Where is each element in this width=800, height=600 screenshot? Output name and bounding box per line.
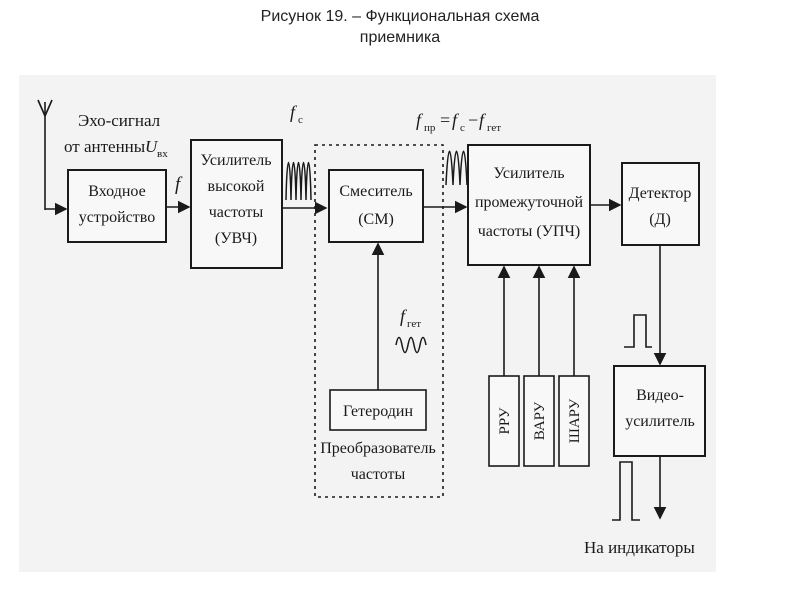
frequency-converter-frame <box>314 144 444 498</box>
fc2-label: f <box>452 110 460 130</box>
detector-line-1: Детектор <box>629 185 692 202</box>
oscillator-label: Гетеродин <box>343 403 413 420</box>
indicators-label: На индикаторы <box>584 538 695 557</box>
fc-label: f <box>290 102 298 122</box>
u-input-symbol: U <box>145 137 159 156</box>
diagram-panel <box>19 75 716 572</box>
video-line-2: усилитель <box>625 413 695 430</box>
converter-label-line-2: частоты <box>351 466 406 483</box>
uhf-line-4: (УВЧ) <box>215 230 257 247</box>
video-line-1: Видео- <box>636 387 684 404</box>
mixer-block <box>328 169 424 243</box>
fget2-label: f <box>400 306 408 326</box>
minus-sign: − <box>468 110 478 130</box>
uhf-line-1: Усилитель <box>201 152 272 169</box>
rru-block <box>488 375 520 467</box>
antenna-icon <box>37 99 53 210</box>
uhf-amplifier-block <box>190 139 283 269</box>
rru-label: РРУ <box>497 407 513 434</box>
if-signal-wave-icon <box>445 150 468 186</box>
fc2-subscript: c <box>460 122 465 134</box>
detector-line-2: (Д) <box>649 211 671 228</box>
varu-block <box>523 375 555 467</box>
fget-label: f <box>479 110 487 130</box>
sharu-block <box>558 375 590 467</box>
input-device-line-1: Входное <box>88 183 145 200</box>
caption-line-1: Рисунок 19. – Функциональная схема <box>260 8 540 25</box>
input-device-block <box>67 169 167 243</box>
fc-subscript: c <box>298 114 303 126</box>
mixer-line-1: Смеситель <box>339 183 412 200</box>
ifa-line-3: частоты (УПЧ) <box>478 223 581 240</box>
from-antenna-label: от антенны <box>64 137 146 156</box>
video-pulse-icon <box>624 314 652 348</box>
input-device-line-2: устройство <box>79 209 155 226</box>
video-amplifier-block <box>613 365 706 457</box>
figure-caption: Рисунок 19. – Функциональная схема прием… <box>180 6 620 48</box>
ifa-line-2: промежуточной <box>475 194 584 211</box>
output-pulse-icon <box>612 461 640 521</box>
uhf-line-2: высокой <box>208 178 265 195</box>
caption-line-2: приемника <box>359 29 441 46</box>
detector-block <box>621 162 700 246</box>
local-oscillator-block <box>329 389 427 431</box>
fget-subscript: гет <box>487 122 501 134</box>
u-input-subscript: вх <box>157 148 168 160</box>
converter-label-line-1: Преобразователь <box>320 440 436 457</box>
eq-sign: = <box>440 110 450 130</box>
fpr-subscript: пр <box>424 122 436 134</box>
ifa-line-1: Усилитель <box>494 165 565 182</box>
echo-signal-label: Эхо-сигнал <box>78 111 161 130</box>
fget2-subscript: гет <box>407 318 421 330</box>
uhf-line-3: частоты <box>209 204 264 221</box>
hf-signal-wave-icon <box>285 162 312 201</box>
fpr-label: f <box>416 110 424 130</box>
sharu-label: ШАРУ <box>567 398 583 443</box>
mixer-line-2: (СМ) <box>358 211 394 228</box>
oscillator-wave-icon <box>395 336 427 354</box>
varu-label: ВАРУ <box>532 401 548 440</box>
f-label: f <box>175 174 183 195</box>
